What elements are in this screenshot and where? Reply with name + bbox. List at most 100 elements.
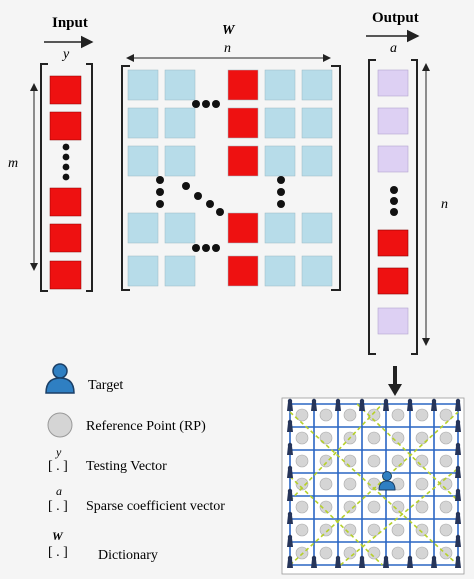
- map-access-point: [455, 465, 461, 478]
- matrix-ellipsis-dot: [182, 182, 190, 190]
- map-access-point: [455, 398, 461, 411]
- map-signal-path: [339, 467, 459, 566]
- map-access-point: [455, 419, 461, 432]
- legend-dictionary-text: Dictionary: [98, 548, 158, 563]
- matrix-ellipsis-dot: [192, 100, 200, 108]
- matrix-cell: [301, 107, 333, 139]
- map-access-point: [287, 465, 293, 478]
- matrix-ellipsis-dot: [206, 200, 214, 208]
- matrix-cell: [301, 212, 333, 244]
- output-ellipsis-dot: [390, 186, 398, 194]
- map-reference-point: [391, 546, 405, 560]
- map-signal-path: [289, 403, 383, 502]
- map-access-point: [455, 534, 461, 547]
- map-reference-point: [343, 523, 357, 537]
- map-reference-point: [295, 408, 309, 422]
- output-cell: [377, 69, 409, 97]
- map-reference-point: [391, 454, 405, 468]
- map-reference-point: [295, 523, 309, 537]
- map-reference-point: [319, 454, 333, 468]
- matrix-ellipsis-dot: [192, 244, 200, 252]
- map-reference-point: [343, 500, 357, 514]
- matrix-cell: [227, 212, 259, 244]
- map-reference-point: [439, 431, 453, 445]
- input-y-label: y: [61, 47, 70, 62]
- output-ellipsis-dot: [390, 197, 398, 205]
- input-ellipsis-dot: [62, 163, 70, 171]
- map-signal-path: [356, 403, 459, 502]
- legend-target-text: Target: [88, 378, 123, 393]
- matrix-ellipsis-dot: [216, 208, 224, 216]
- matrix-cell: [164, 255, 196, 287]
- map-access-point: [383, 398, 389, 411]
- map-access-point: [455, 488, 461, 501]
- map-access-point: [287, 534, 293, 547]
- input-cell: [49, 223, 82, 253]
- map-reference-point: [415, 454, 429, 468]
- map-reference-point: [343, 477, 357, 491]
- map-access-point: [407, 555, 413, 568]
- output-a-label: a: [390, 41, 397, 56]
- legend-testing-bracket: [ . ]: [48, 459, 68, 474]
- dictionary-matrix: [127, 69, 333, 287]
- output-left-bracket: [368, 59, 376, 355]
- map-access-point: [359, 555, 365, 568]
- map-reference-point: [319, 500, 333, 514]
- matrix-ellipsis-dots: [156, 100, 285, 252]
- map-reference-point: [391, 500, 405, 514]
- target-icon: [45, 363, 75, 394]
- input-cell: [49, 75, 82, 105]
- map-reference-point: [367, 431, 381, 445]
- matrix-cell: [227, 69, 259, 101]
- legend-rp-text: Reference Point (RP): [86, 419, 206, 434]
- matrix-cell: [301, 255, 333, 287]
- map-access-point: [287, 511, 293, 524]
- map-arrow-head: [388, 384, 402, 396]
- map-reference-point: [439, 454, 453, 468]
- matrix-ellipsis-dot: [277, 188, 285, 196]
- input-title: Input: [52, 15, 88, 31]
- output-cell: [377, 307, 409, 335]
- map-reference-point: [415, 500, 429, 514]
- map-reference-point: [319, 523, 333, 537]
- map-reference-point: [415, 546, 429, 560]
- output-cell: [377, 107, 409, 135]
- map-access-point: [359, 398, 365, 411]
- input-left-bracket: [40, 63, 48, 292]
- matrix-ellipsis-dot: [194, 192, 202, 200]
- matrix-cell: [164, 69, 196, 101]
- map-access-point: [311, 555, 317, 568]
- matrix-cell: [301, 69, 333, 101]
- map-access-point: [455, 555, 461, 568]
- matrix-cell: [127, 255, 159, 287]
- map-access-point: [311, 398, 317, 411]
- matrix-ellipsis-dot: [212, 100, 220, 108]
- input-cell: [49, 187, 82, 217]
- map-reference-point: [415, 408, 429, 422]
- legend-dict-symbol: W: [52, 529, 64, 543]
- input-cell: [49, 111, 82, 141]
- reference-point-icon: [47, 412, 73, 438]
- localization-map: [281, 397, 465, 575]
- matrix-cell: [164, 145, 196, 177]
- matrix-ellipsis-dot: [277, 200, 285, 208]
- matrix-cell: [264, 212, 296, 244]
- output-ellipsis-dot: [390, 208, 398, 216]
- matrix-cell: [164, 107, 196, 139]
- map-reference-point: [367, 546, 381, 560]
- map-reference-point: [319, 477, 333, 491]
- matrix-cell: [227, 107, 259, 139]
- map-reference-point: [439, 408, 453, 422]
- map-reference-point: [415, 477, 429, 491]
- legend-dict-bracket: [ . ]: [48, 545, 68, 560]
- map-access-point: [287, 442, 293, 455]
- map-access-point: [287, 398, 293, 411]
- matrix-cell: [301, 145, 333, 177]
- map-reference-point: [391, 523, 405, 537]
- map-reference-point: [367, 523, 381, 537]
- matrix-ellipsis-dot: [202, 100, 210, 108]
- map-reference-point: [319, 431, 333, 445]
- matrix-cell: [264, 107, 296, 139]
- input-right-bracket: [86, 63, 93, 292]
